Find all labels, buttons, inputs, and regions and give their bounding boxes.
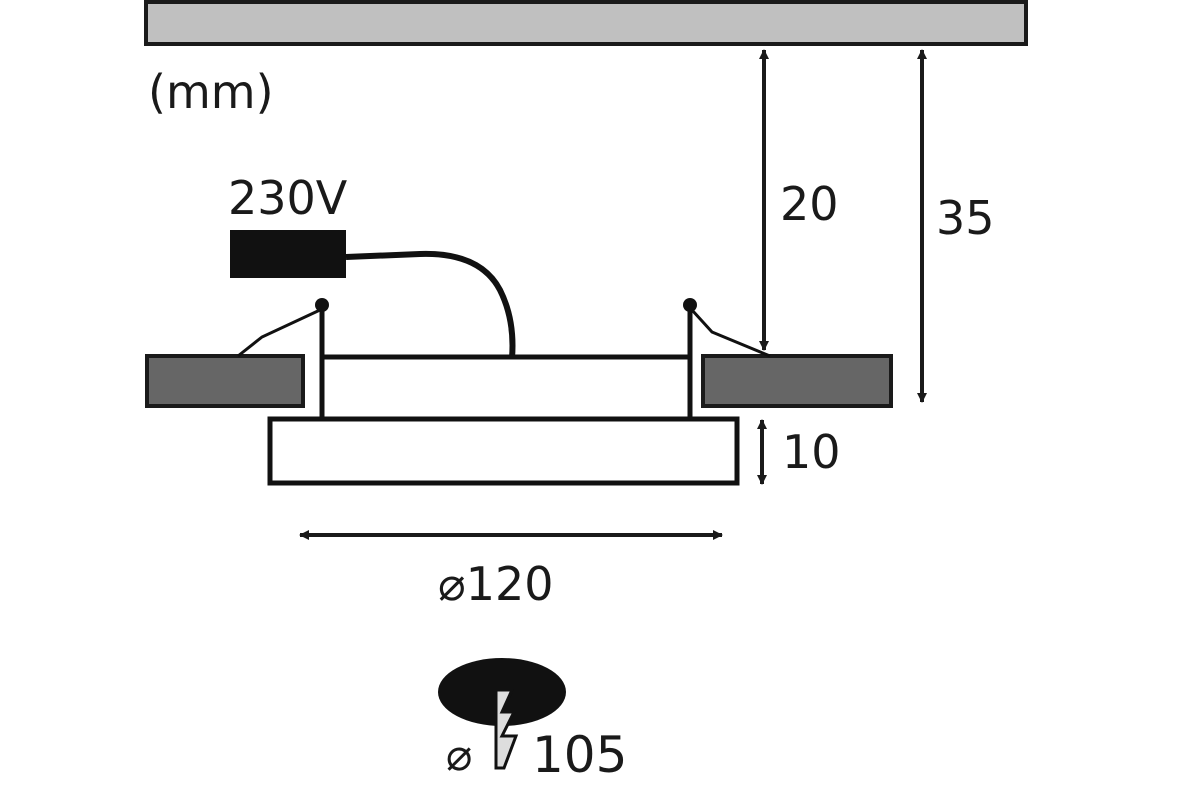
ceiling-board-left	[145, 354, 305, 408]
power-cable	[345, 250, 516, 359]
dimension-35-label: 35	[936, 191, 995, 245]
cutout-diameter-symbol: ⌀	[446, 730, 473, 781]
ceiling-board-right	[701, 354, 893, 408]
dimension-20-label: 20	[780, 177, 839, 231]
spring-wire-left	[237, 308, 321, 358]
cutout-diameter-label: 105	[532, 726, 627, 784]
clip-pivot-right	[683, 298, 697, 312]
driver-box	[230, 230, 346, 278]
ceiling-slab	[144, 0, 1028, 46]
dimension-120-label: ⌀120	[438, 557, 554, 611]
voltage-label: 230V	[228, 171, 348, 225]
light-panel	[267, 416, 740, 486]
unit-label: (mm)	[148, 65, 274, 119]
spring-wire-right	[690, 308, 771, 358]
clip-pivot-left	[315, 298, 329, 312]
dimension-10-label: 10	[782, 425, 841, 479]
hole-saw-cutout-icon	[438, 658, 566, 770]
